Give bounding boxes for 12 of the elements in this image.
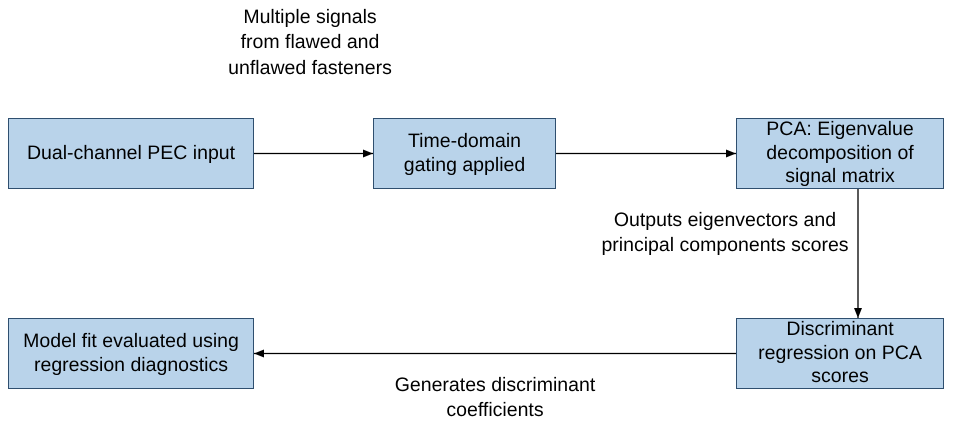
edge-label: Multiple signals from flawed and unflawed fasteners — [227, 5, 393, 81]
process-box: Discriminant regression on PCA scores — [736, 318, 944, 389]
process-box: Time-domain gating applied — [373, 118, 556, 189]
arrow — [254, 350, 736, 358]
edge-label: Outputs eigenvectors and principal components scores — [600, 208, 850, 258]
arrow — [556, 150, 736, 158]
process-box: Dual-channel PEC input — [8, 118, 254, 189]
arrow — [854, 189, 862, 318]
process-box: Model fit evaluated using regression diagnostics — [8, 318, 254, 389]
process-box: PCA: Eigenvalue decomposition of signal matrix — [736, 118, 944, 189]
edge-label: Generates discriminant coefficients — [394, 373, 596, 424]
arrow — [254, 150, 373, 158]
